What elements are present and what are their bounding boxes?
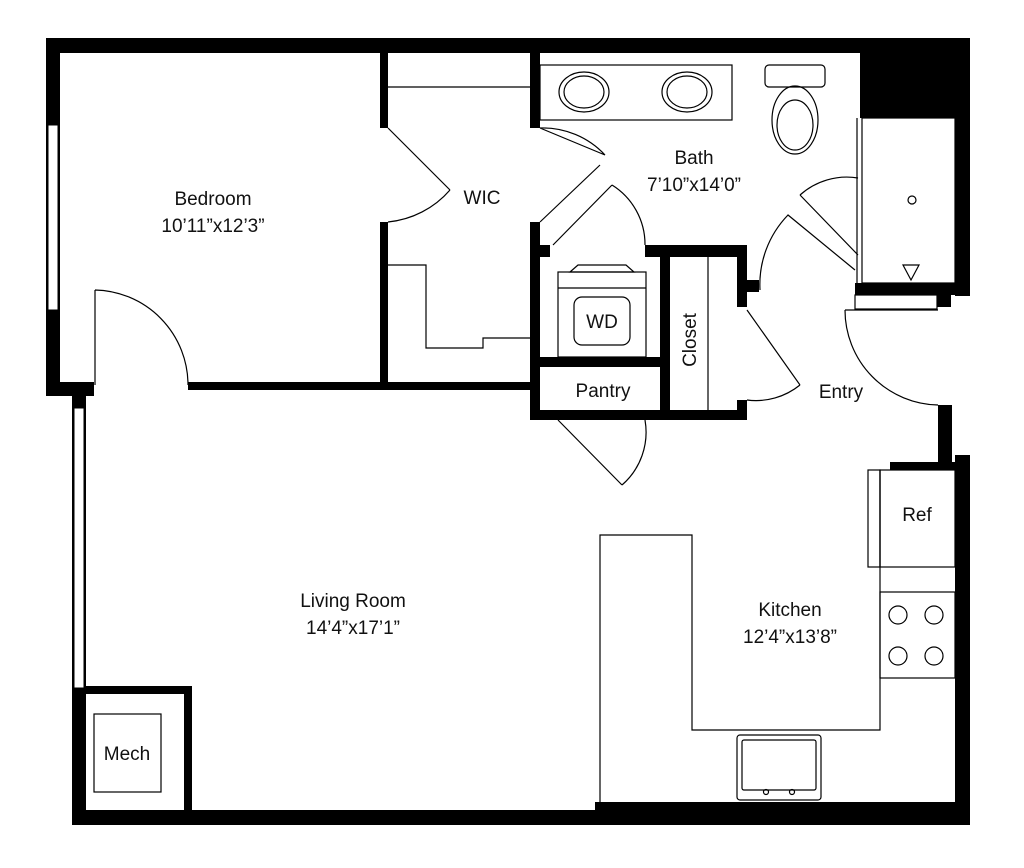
living-room-label: Living Room: [300, 591, 406, 612]
bath-label: Bath: [674, 148, 713, 169]
wic-shelves: [388, 86, 530, 349]
bedroom-label: Bedroom: [174, 189, 251, 210]
wd-label: WD: [586, 312, 618, 333]
walls: [46, 38, 970, 825]
ref-label: Ref: [902, 505, 932, 526]
shower: [861, 117, 956, 284]
bath-dims: 7’10”x14’0”: [647, 175, 741, 196]
living-room-dims: 14’4”x17’1”: [306, 618, 400, 639]
kitchen-fixtures: [93, 469, 956, 802]
room-labels: Bedroom 10’11”x12’3” WIC Bath 7’10”x14’0…: [104, 148, 933, 765]
bath-fixtures: [539, 64, 956, 310]
kitchen-sink-icon: [736, 734, 822, 801]
mech-label: Mech: [104, 744, 150, 765]
stove-icon: [879, 591, 956, 679]
kitchen-label: Kitchen: [758, 600, 821, 621]
toilet-icon: [764, 64, 826, 88]
entry-label: Entry: [819, 382, 864, 403]
sink-icon: [558, 71, 610, 113]
closet-label: Closet: [680, 312, 701, 367]
window-bedroom: [47, 124, 59, 311]
bedroom-dims: 10’11”x12’3”: [161, 216, 264, 237]
wic-label: WIC: [464, 188, 501, 209]
pantry-label: Pantry: [576, 381, 631, 402]
doors: [94, 127, 939, 486]
washer-dryer: WD: [557, 264, 647, 358]
window-living: [73, 407, 85, 689]
sink-icon: [661, 71, 713, 113]
kitchen-dims: 12’4”x13’8”: [743, 627, 837, 648]
